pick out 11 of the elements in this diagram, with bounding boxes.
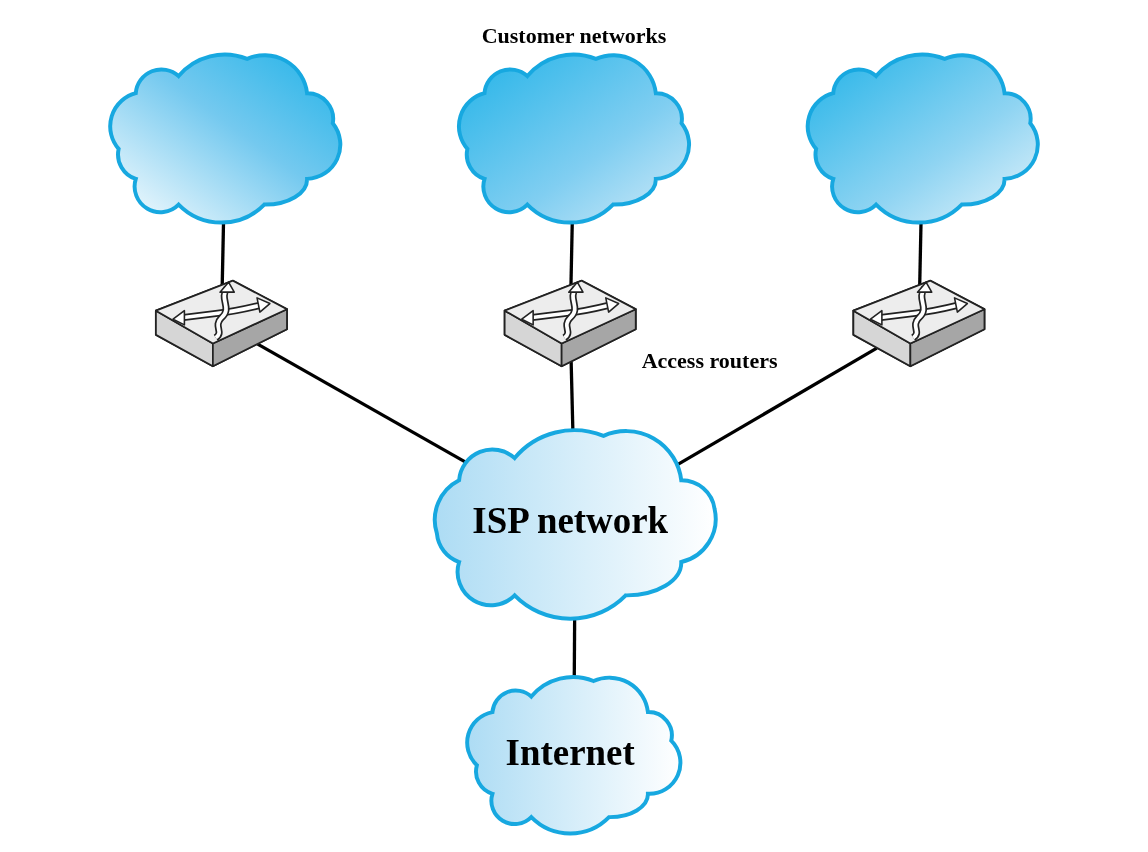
connector — [569, 361, 575, 431]
connector — [220, 222, 226, 286]
group-label: Access routers — [641, 349, 778, 374]
node-cloud — [457, 52, 691, 225]
connector — [569, 222, 574, 286]
connector — [256, 342, 468, 465]
group-label: Customer networks — [481, 24, 667, 49]
node-cloud — [108, 52, 343, 225]
connector — [918, 222, 923, 286]
node-cloud — [805, 52, 1040, 225]
connector — [572, 619, 577, 678]
